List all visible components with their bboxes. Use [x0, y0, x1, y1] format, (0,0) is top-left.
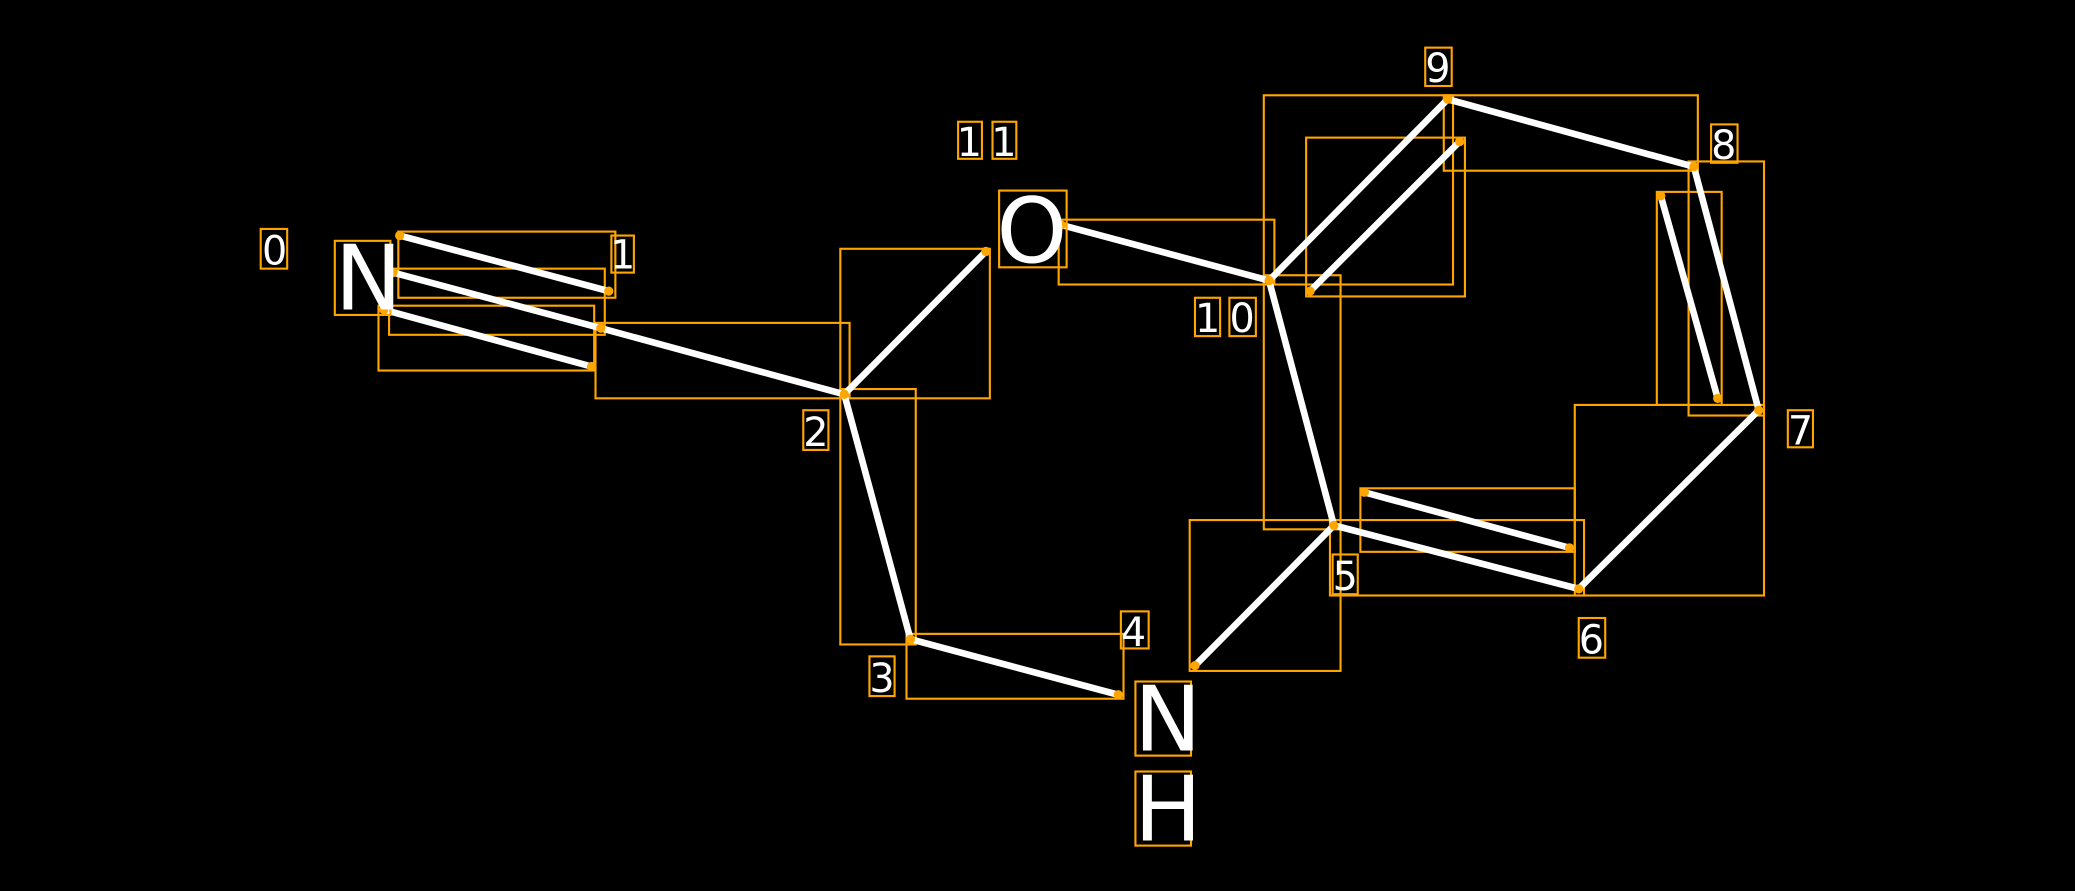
endpoint-dot — [981, 246, 991, 257]
index-box — [259, 227, 289, 270]
index-label-11: 11 — [957, 120, 1026, 166]
atom-label-n-nitrile: N — [335, 227, 402, 332]
index-box — [1577, 616, 1607, 659]
index-box — [957, 120, 983, 160]
endpoint-dot — [1574, 584, 1584, 594]
index-label-5: 5 — [1333, 554, 1358, 600]
index-label-2: 2 — [803, 410, 828, 456]
bond-6-5-double — [1361, 488, 1573, 552]
bond-box — [1188, 519, 1342, 672]
bond-boxes — [377, 94, 1766, 700]
bond-box — [397, 230, 617, 299]
bond-box — [1262, 94, 1455, 286]
bond-box — [839, 388, 917, 646]
bond-box — [1359, 487, 1576, 553]
endpoint-dot — [905, 634, 916, 644]
bonds — [380, 95, 1763, 699]
endpoint-dot — [1689, 162, 1699, 172]
atom-box — [1134, 770, 1193, 847]
index-label-9: 9 — [1425, 46, 1450, 92]
bond-10-9 — [1265, 95, 1452, 284]
endpoint-dot — [1359, 487, 1369, 497]
bond-10-9-double — [1306, 138, 1463, 295]
index-label-4: 4 — [1121, 610, 1146, 656]
bond-6-5 — [1330, 522, 1583, 593]
bond-1-2 — [597, 324, 848, 398]
atom-box — [1134, 680, 1193, 757]
endpoint-dot — [1754, 405, 1764, 415]
atom-label-n-amine: N — [1134, 667, 1201, 772]
endpoint-dot — [1443, 94, 1453, 104]
atom-label-o: O — [996, 179, 1067, 284]
endpoint-markers — [379, 94, 1764, 700]
endpoint-dot — [1455, 136, 1465, 147]
endpoint-dot — [395, 230, 405, 241]
index-box — [1228, 296, 1257, 338]
index-label-6: 6 — [1579, 618, 1604, 664]
endpoint-dot — [839, 389, 849, 399]
index-box — [1424, 46, 1453, 88]
bond-box — [905, 632, 1125, 700]
index-box — [1119, 610, 1150, 650]
index-box — [1331, 553, 1359, 596]
endpoint-dot — [379, 305, 389, 315]
endpoint-dot — [596, 323, 606, 333]
bond-10-5 — [1265, 277, 1338, 529]
index-label-10: 10 — [1195, 296, 1264, 342]
index-box — [868, 655, 896, 698]
endpoint-dot — [1056, 220, 1066, 230]
index-label-3: 3 — [869, 656, 894, 702]
index-labels: 0 1 2 3 4 5 6 7 8 9 10 11 — [259, 46, 1815, 702]
bond-box — [377, 304, 596, 372]
bond-7-6 — [1575, 406, 1763, 593]
bond-box — [1262, 274, 1342, 531]
endpoint-dot — [1190, 661, 1200, 671]
bond-box — [1442, 94, 1699, 172]
bond-box — [1057, 218, 1276, 286]
endpoint-dot — [1305, 286, 1315, 296]
index-label-8: 8 — [1711, 123, 1736, 169]
atom-labels: N O N H — [333, 179, 1202, 862]
index-box — [610, 234, 635, 274]
bond-2-o — [840, 248, 990, 398]
atom-box — [998, 189, 1068, 269]
index-label-1: 1 — [610, 233, 635, 279]
bond-box — [594, 321, 851, 400]
bond-5-n — [1191, 522, 1338, 669]
atom-box — [333, 239, 392, 317]
triple-bond-line — [380, 306, 595, 370]
triple-bond-line — [389, 269, 605, 332]
bond-o-10 — [1058, 221, 1273, 284]
bond-box — [388, 267, 606, 336]
index-box — [1786, 409, 1815, 449]
index-box — [991, 120, 1018, 160]
index-box — [1710, 123, 1739, 164]
endpoint-dot — [1113, 690, 1123, 700]
endpoint-dot — [1656, 191, 1666, 201]
endpoint-dot — [1713, 393, 1723, 403]
endpoint-dot — [586, 361, 597, 372]
index-box — [1193, 296, 1222, 338]
triple-bond-line — [396, 232, 613, 295]
bond-9-8 — [1444, 95, 1698, 171]
bond-8-7-double — [1657, 192, 1722, 402]
bond-3-4 — [907, 635, 1122, 699]
endpoint-dot — [604, 286, 614, 296]
index-box — [802, 409, 830, 451]
bond-box — [1305, 136, 1466, 298]
endpoint-dot — [1564, 543, 1575, 553]
endpoint-dot — [1329, 520, 1339, 530]
bond-8-7 — [1690, 163, 1763, 414]
endpoint-dot — [1264, 275, 1274, 286]
index-label-0: 0 — [262, 229, 287, 275]
index-label-7: 7 — [1788, 409, 1813, 455]
bond-2-3 — [840, 391, 914, 643]
atom-label-h: H — [1134, 757, 1202, 862]
